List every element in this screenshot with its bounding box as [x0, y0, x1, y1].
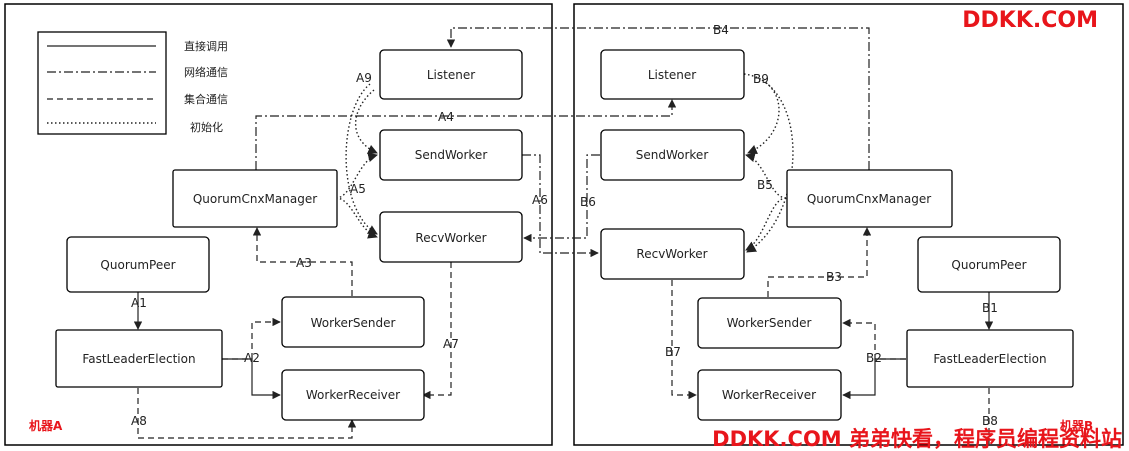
- node-a-workerreceiver: WorkerReceiver: [281, 369, 425, 421]
- node-b-recvworker-label: RecvWorker: [636, 247, 707, 261]
- node-b-quorumcnxmanager-label: QuorumCnxManager: [807, 192, 931, 206]
- watermark-top: DDKK.COM: [962, 8, 1098, 33]
- edge-label-a1: A1: [131, 296, 147, 310]
- node-b-quorumcnxmanager: QuorumCnxManager: [786, 169, 953, 228]
- node-b-fastleaderelection: FastLeaderElection: [906, 329, 1074, 388]
- edge-label-b9: B9: [753, 72, 769, 86]
- node-a-sendworker-label: SendWorker: [415, 148, 488, 162]
- edge-b9-to-recvworker: [746, 79, 794, 253]
- node-a-quorumpeer: QuorumPeer: [66, 236, 210, 293]
- node-a-quorumcnxmanager-label: QuorumCnxManager: [193, 192, 317, 206]
- node-a-workersender-label: WorkerSender: [311, 316, 396, 330]
- node-b-listener: Listener: [600, 49, 745, 100]
- node-b-quorumpeer-label: QuorumPeer: [951, 258, 1026, 272]
- edge-b5-to-sendworker: [745, 152, 787, 199]
- node-b-recvworker: RecvWorker: [600, 228, 745, 280]
- edge-label-b6: B6: [580, 195, 596, 209]
- edge-a3: [252, 227, 353, 296]
- node-a-fastleaderelection: FastLeaderElection: [55, 329, 223, 388]
- edge-a8: [137, 388, 357, 439]
- node-a-sendworker: SendWorker: [379, 129, 523, 181]
- edge-label-a5: A5: [350, 182, 366, 196]
- node-a-recvworker-label: RecvWorker: [415, 231, 486, 245]
- legend-label-dashdot: 网络通信: [184, 65, 228, 79]
- edge-b3: [767, 227, 872, 297]
- edge-label-a4: A4: [438, 110, 454, 124]
- node-b-sendworker: SendWorker: [600, 129, 745, 181]
- machine-b-container: [573, 3, 1124, 446]
- edge-label-b3: B3: [826, 270, 842, 284]
- edge-label-b8: B8: [982, 414, 998, 428]
- edge-b6: [523, 154, 600, 243]
- legend-label-dash: 集合通信: [184, 92, 228, 106]
- node-b-sendworker-label: SendWorker: [636, 148, 709, 162]
- edge-label-b5: B5: [757, 178, 773, 192]
- edge-b7: [671, 280, 697, 400]
- edge-a9-to-sendworker: [354, 89, 378, 154]
- node-b-workersender-label: WorkerSender: [727, 316, 812, 330]
- edge-label-b7: B7: [665, 345, 681, 359]
- edge-label-a6: A6: [532, 193, 548, 207]
- edge-label-b1: B1: [982, 301, 998, 315]
- machine-b-label: 机器B: [1060, 418, 1093, 433]
- machine-a-label: 机器A: [29, 418, 63, 433]
- legend: 直接调用 网络通信 集合通信 初始化: [37, 31, 228, 135]
- edge-label-a2: A2: [244, 351, 260, 365]
- edge-a7: [422, 262, 452, 400]
- edge-b5-to-recvworker: [745, 197, 787, 251]
- node-a-listener-label: Listener: [427, 68, 475, 82]
- node-a-workersender: WorkerSender: [281, 296, 425, 348]
- node-a-workerreceiver-label: WorkerReceiver: [306, 388, 400, 402]
- edge-label-a9: A9: [356, 71, 372, 85]
- edge-a5-to-sendworker: [335, 152, 378, 199]
- edge-b4: [446, 27, 870, 170]
- node-b-quorumpeer: QuorumPeer: [917, 236, 1061, 293]
- node-b-workerreceiver-label: WorkerReceiver: [722, 388, 816, 402]
- edge-label-b4: B4: [713, 23, 729, 37]
- node-b-fastleaderelection-label: FastLeaderElection: [933, 352, 1046, 366]
- watermark-bottom: DDKK.COM 弟弟快看，程序员编程资料站: [712, 427, 1122, 451]
- machine-a-container: [4, 3, 553, 446]
- legend-label-dot: 初始化: [190, 120, 223, 134]
- edge-labels: A1 A2 A3 A4 A5 A6 A7 A8 A9 B1 B2 B3 B4 B…: [131, 23, 998, 428]
- edge-a5-to-recvworker: [335, 197, 378, 239]
- edge-a4: [255, 99, 677, 170]
- edge-label-b2: B2: [866, 351, 882, 365]
- edge-label-a8: A8: [131, 414, 147, 428]
- node-a-recvworker: RecvWorker: [379, 211, 523, 263]
- edge-a6: [522, 154, 599, 258]
- edge-label-a7: A7: [443, 337, 459, 351]
- node-b-listener-label: Listener: [648, 68, 696, 82]
- edge-a9-to-recvworker: [345, 83, 378, 235]
- edge-b9-to-sendworker: [743, 73, 780, 155]
- node-a-quorumpeer-label: QuorumPeer: [100, 258, 175, 272]
- node-a-quorumcnxmanager: QuorumCnxManager: [172, 169, 338, 228]
- node-b-workerreceiver: WorkerReceiver: [697, 369, 842, 421]
- node-a-fastleaderelection-label: FastLeaderElection: [82, 352, 195, 366]
- edge-label-a3: A3: [296, 256, 312, 270]
- legend-label-solid: 直接调用: [184, 39, 228, 53]
- legend-box: [37, 31, 167, 135]
- node-a-listener: Listener: [379, 49, 523, 100]
- edge-b2-to-workerreceiver: [842, 358, 906, 400]
- edge-a2-to-workerreceiver: [222, 358, 281, 400]
- node-b-workersender: WorkerSender: [697, 297, 842, 349]
